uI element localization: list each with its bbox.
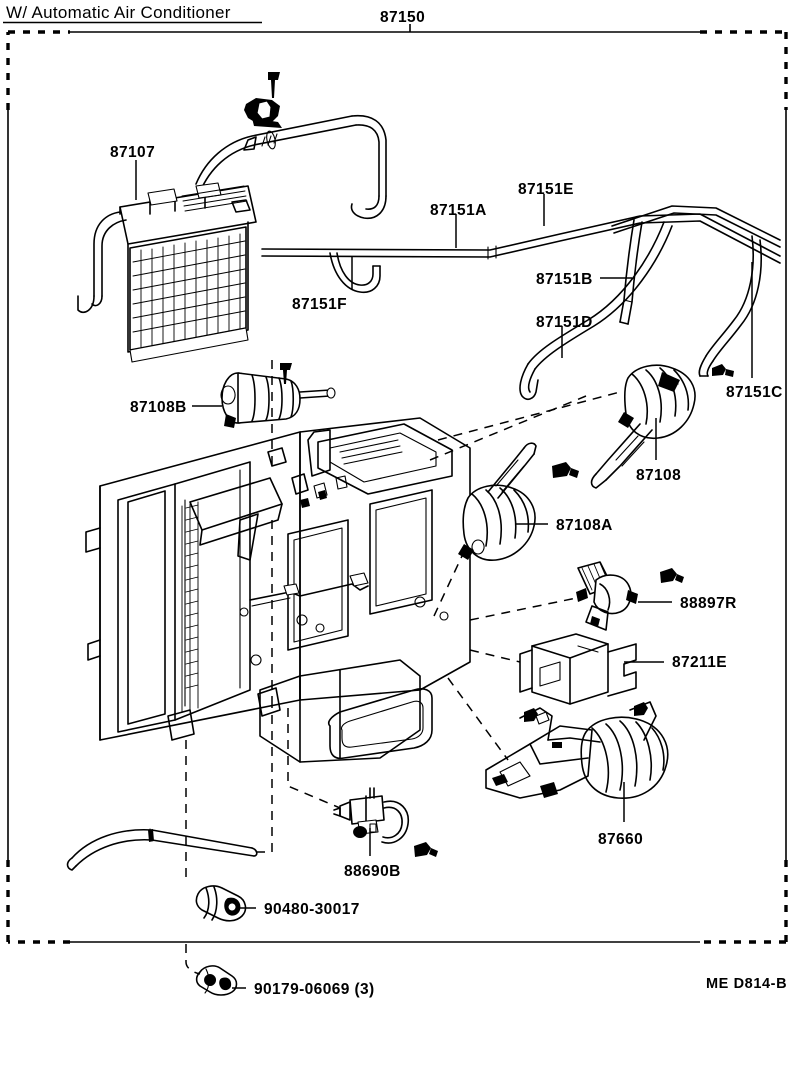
callout-vacuum-hose-e: 87151E xyxy=(518,181,574,198)
callout-vacuum-hose-d: 87151D xyxy=(536,314,593,331)
callout-vacuum-hose-f: 87151F xyxy=(292,296,347,313)
callout-grommet: 90480-30017 xyxy=(264,901,360,918)
assembly-dashed-lines xyxy=(185,360,621,975)
drain-hose xyxy=(66,828,258,871)
callout-vacuum-hose-b: 87151B xyxy=(536,271,593,288)
heater-core-87107 xyxy=(77,182,257,363)
hose-clamp-bracket xyxy=(244,98,282,128)
control-amplifier-87211E xyxy=(519,633,637,705)
callout-vacuum-switching-valve: 88897R xyxy=(680,595,737,612)
callout-heater-core: 87107 xyxy=(110,144,156,161)
callout-damper-actuator-a: 87108A xyxy=(556,517,613,534)
actuator-87108 xyxy=(552,364,696,489)
callout-control-amplifier: 87211E xyxy=(672,654,727,671)
callout-vacuum-hose-a: 87151A xyxy=(430,202,487,219)
group-number: 87150 xyxy=(380,9,426,26)
actuator-87108A xyxy=(458,442,537,561)
callout-vacuum-hose-c: 87151C xyxy=(726,384,783,401)
servo-motor-87660 xyxy=(485,701,669,799)
vsv-88897R xyxy=(576,561,684,631)
heater-unit-assembly xyxy=(85,417,471,763)
hose-clamp-screw xyxy=(268,72,280,98)
callout-water-temp-sensor: 88690B xyxy=(344,863,401,880)
nut-90179 xyxy=(195,965,238,996)
callout-nut: 90179-06069 (3) xyxy=(254,981,375,998)
grommet-90480 xyxy=(195,885,247,922)
diagram-code: ME D814-B xyxy=(706,976,788,992)
leader-lines xyxy=(135,160,753,989)
diagram-border xyxy=(6,30,788,944)
callout-damper-actuator: 87108 xyxy=(636,467,682,484)
callout-air-mix-servo-motor: 87660 xyxy=(598,831,644,848)
water-temp-sensor-88690B xyxy=(333,787,438,857)
vacuum-hose-harness xyxy=(261,205,781,401)
callout-damper-actuator-b: 87108B xyxy=(130,399,187,416)
page-title: W/ Automatic Air Conditioner xyxy=(6,3,231,22)
heater-water-hoses xyxy=(195,114,387,220)
actuator-87108B xyxy=(220,363,336,428)
